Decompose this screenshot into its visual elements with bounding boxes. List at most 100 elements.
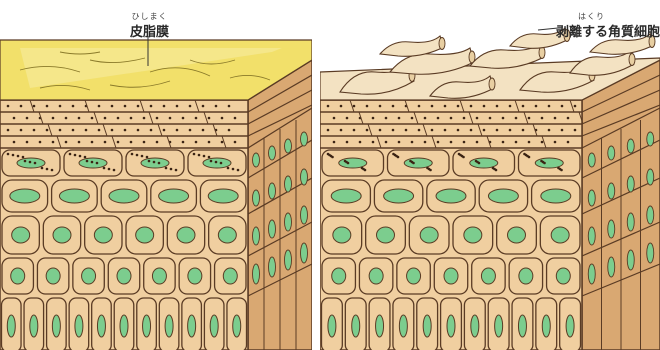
basal-upper-nucleus xyxy=(117,268,131,284)
granule-dot xyxy=(111,129,114,132)
side-nucleus xyxy=(285,176,292,192)
granule-dot xyxy=(398,117,401,120)
granule-dot xyxy=(331,156,334,159)
granule-dot xyxy=(522,129,525,132)
granule-dot xyxy=(117,117,120,120)
granule-dot xyxy=(189,129,192,132)
granular-nucleus xyxy=(203,158,231,168)
granule-dot xyxy=(170,168,173,171)
granule-dot xyxy=(69,153,72,156)
granule-dot xyxy=(543,162,546,165)
granule-dot xyxy=(463,141,466,144)
side-nucleus xyxy=(608,257,615,277)
spinous-nucleus xyxy=(488,189,518,203)
basal-upper-nucleus xyxy=(152,268,166,284)
sebum-film-label: ひしまく 皮脂膜 xyxy=(130,21,169,40)
granule-dot xyxy=(424,141,427,144)
granule-dot xyxy=(33,105,36,108)
granule-dot xyxy=(20,105,23,108)
side-nucleus xyxy=(608,146,615,160)
granule-dot xyxy=(457,129,460,132)
granule-dot xyxy=(509,105,512,108)
granule-dot xyxy=(193,153,196,156)
granule-dot xyxy=(46,168,49,171)
granule-dot xyxy=(215,105,218,108)
granular-nucleus xyxy=(339,158,367,168)
basal-upper-nucleus xyxy=(407,268,421,284)
spinous-nucleus-round xyxy=(53,227,71,243)
peeling-corneocyte-text: 剥離する角質細胞 xyxy=(556,25,660,40)
granule-dot xyxy=(7,129,10,132)
spinous-nucleus-round xyxy=(333,227,351,243)
basal-upper-nucleus xyxy=(188,268,202,284)
granule-dot xyxy=(141,155,144,158)
side-nucleus xyxy=(253,227,260,245)
granule-dot xyxy=(567,117,570,120)
side-nucleus xyxy=(627,213,634,231)
granule-dot xyxy=(39,141,42,144)
side-nucleus xyxy=(301,169,308,185)
granule-dot xyxy=(208,141,211,144)
basal-upper-nucleus xyxy=(332,268,346,284)
granule-dot xyxy=(24,160,27,163)
basal-upper-nucleus xyxy=(11,268,25,284)
basal-nucleus xyxy=(518,315,526,337)
granule-dot xyxy=(478,162,481,165)
basal-upper-nucleus xyxy=(369,268,383,284)
basal-upper-nucleus xyxy=(444,268,458,284)
side-nucleus xyxy=(627,250,634,270)
spinous-nucleus xyxy=(159,189,189,203)
granule-dot xyxy=(379,105,382,108)
spinous-nucleus-round xyxy=(420,227,438,243)
flake-pointer-line xyxy=(538,28,558,30)
basal-nucleus xyxy=(376,315,384,337)
skin-cross-section-with-sebum xyxy=(0,0,312,350)
basal-nucleus xyxy=(447,315,455,337)
granule-dot xyxy=(182,141,185,144)
side-nucleus xyxy=(647,169,654,185)
spinous-nucleus xyxy=(10,189,40,203)
granule-dot xyxy=(528,156,531,159)
granule-dot xyxy=(33,129,36,132)
granule-dot xyxy=(483,129,486,132)
basal-nucleus xyxy=(495,315,503,337)
granule-dot xyxy=(130,117,133,120)
spinous-nucleus xyxy=(436,189,466,203)
granule-dot xyxy=(220,162,223,165)
granule-dot xyxy=(463,117,466,120)
side-nucleus xyxy=(301,243,308,263)
granule-dot xyxy=(74,154,77,157)
granule-dot xyxy=(502,117,505,120)
granular-nucleus xyxy=(17,158,45,168)
granule-dot xyxy=(202,105,205,108)
skin-block xyxy=(0,60,312,350)
spinous-nucleus xyxy=(59,189,89,203)
granule-dot xyxy=(437,141,440,144)
granule-dot xyxy=(462,156,465,159)
granular-nucleus xyxy=(141,158,169,168)
granule-dot xyxy=(156,117,159,120)
granule-dot xyxy=(156,141,159,144)
granule-dot xyxy=(574,129,577,132)
granule-dot xyxy=(450,141,453,144)
granule-dot xyxy=(366,105,369,108)
granule-dot xyxy=(228,105,231,108)
side-nucleus xyxy=(588,153,595,167)
side-nucleus xyxy=(647,243,654,263)
spinous-nucleus-round xyxy=(508,227,526,243)
spinous-nucleus-round xyxy=(377,227,395,243)
granule-dot xyxy=(424,117,427,120)
granule-dot xyxy=(561,105,564,108)
granular-nucleus xyxy=(470,158,498,168)
side-nucleus xyxy=(253,153,260,167)
basal-nucleus xyxy=(399,315,407,337)
granule-dot xyxy=(72,105,75,108)
granule-dot xyxy=(124,105,127,108)
granular-nucleus xyxy=(79,158,107,168)
granule-dot xyxy=(26,141,29,144)
skin-diagram-left xyxy=(0,0,312,350)
granule-dot xyxy=(41,167,44,170)
granule-dot xyxy=(169,117,172,120)
spinous-nucleus-round xyxy=(551,227,569,243)
granule-dot xyxy=(405,129,408,132)
